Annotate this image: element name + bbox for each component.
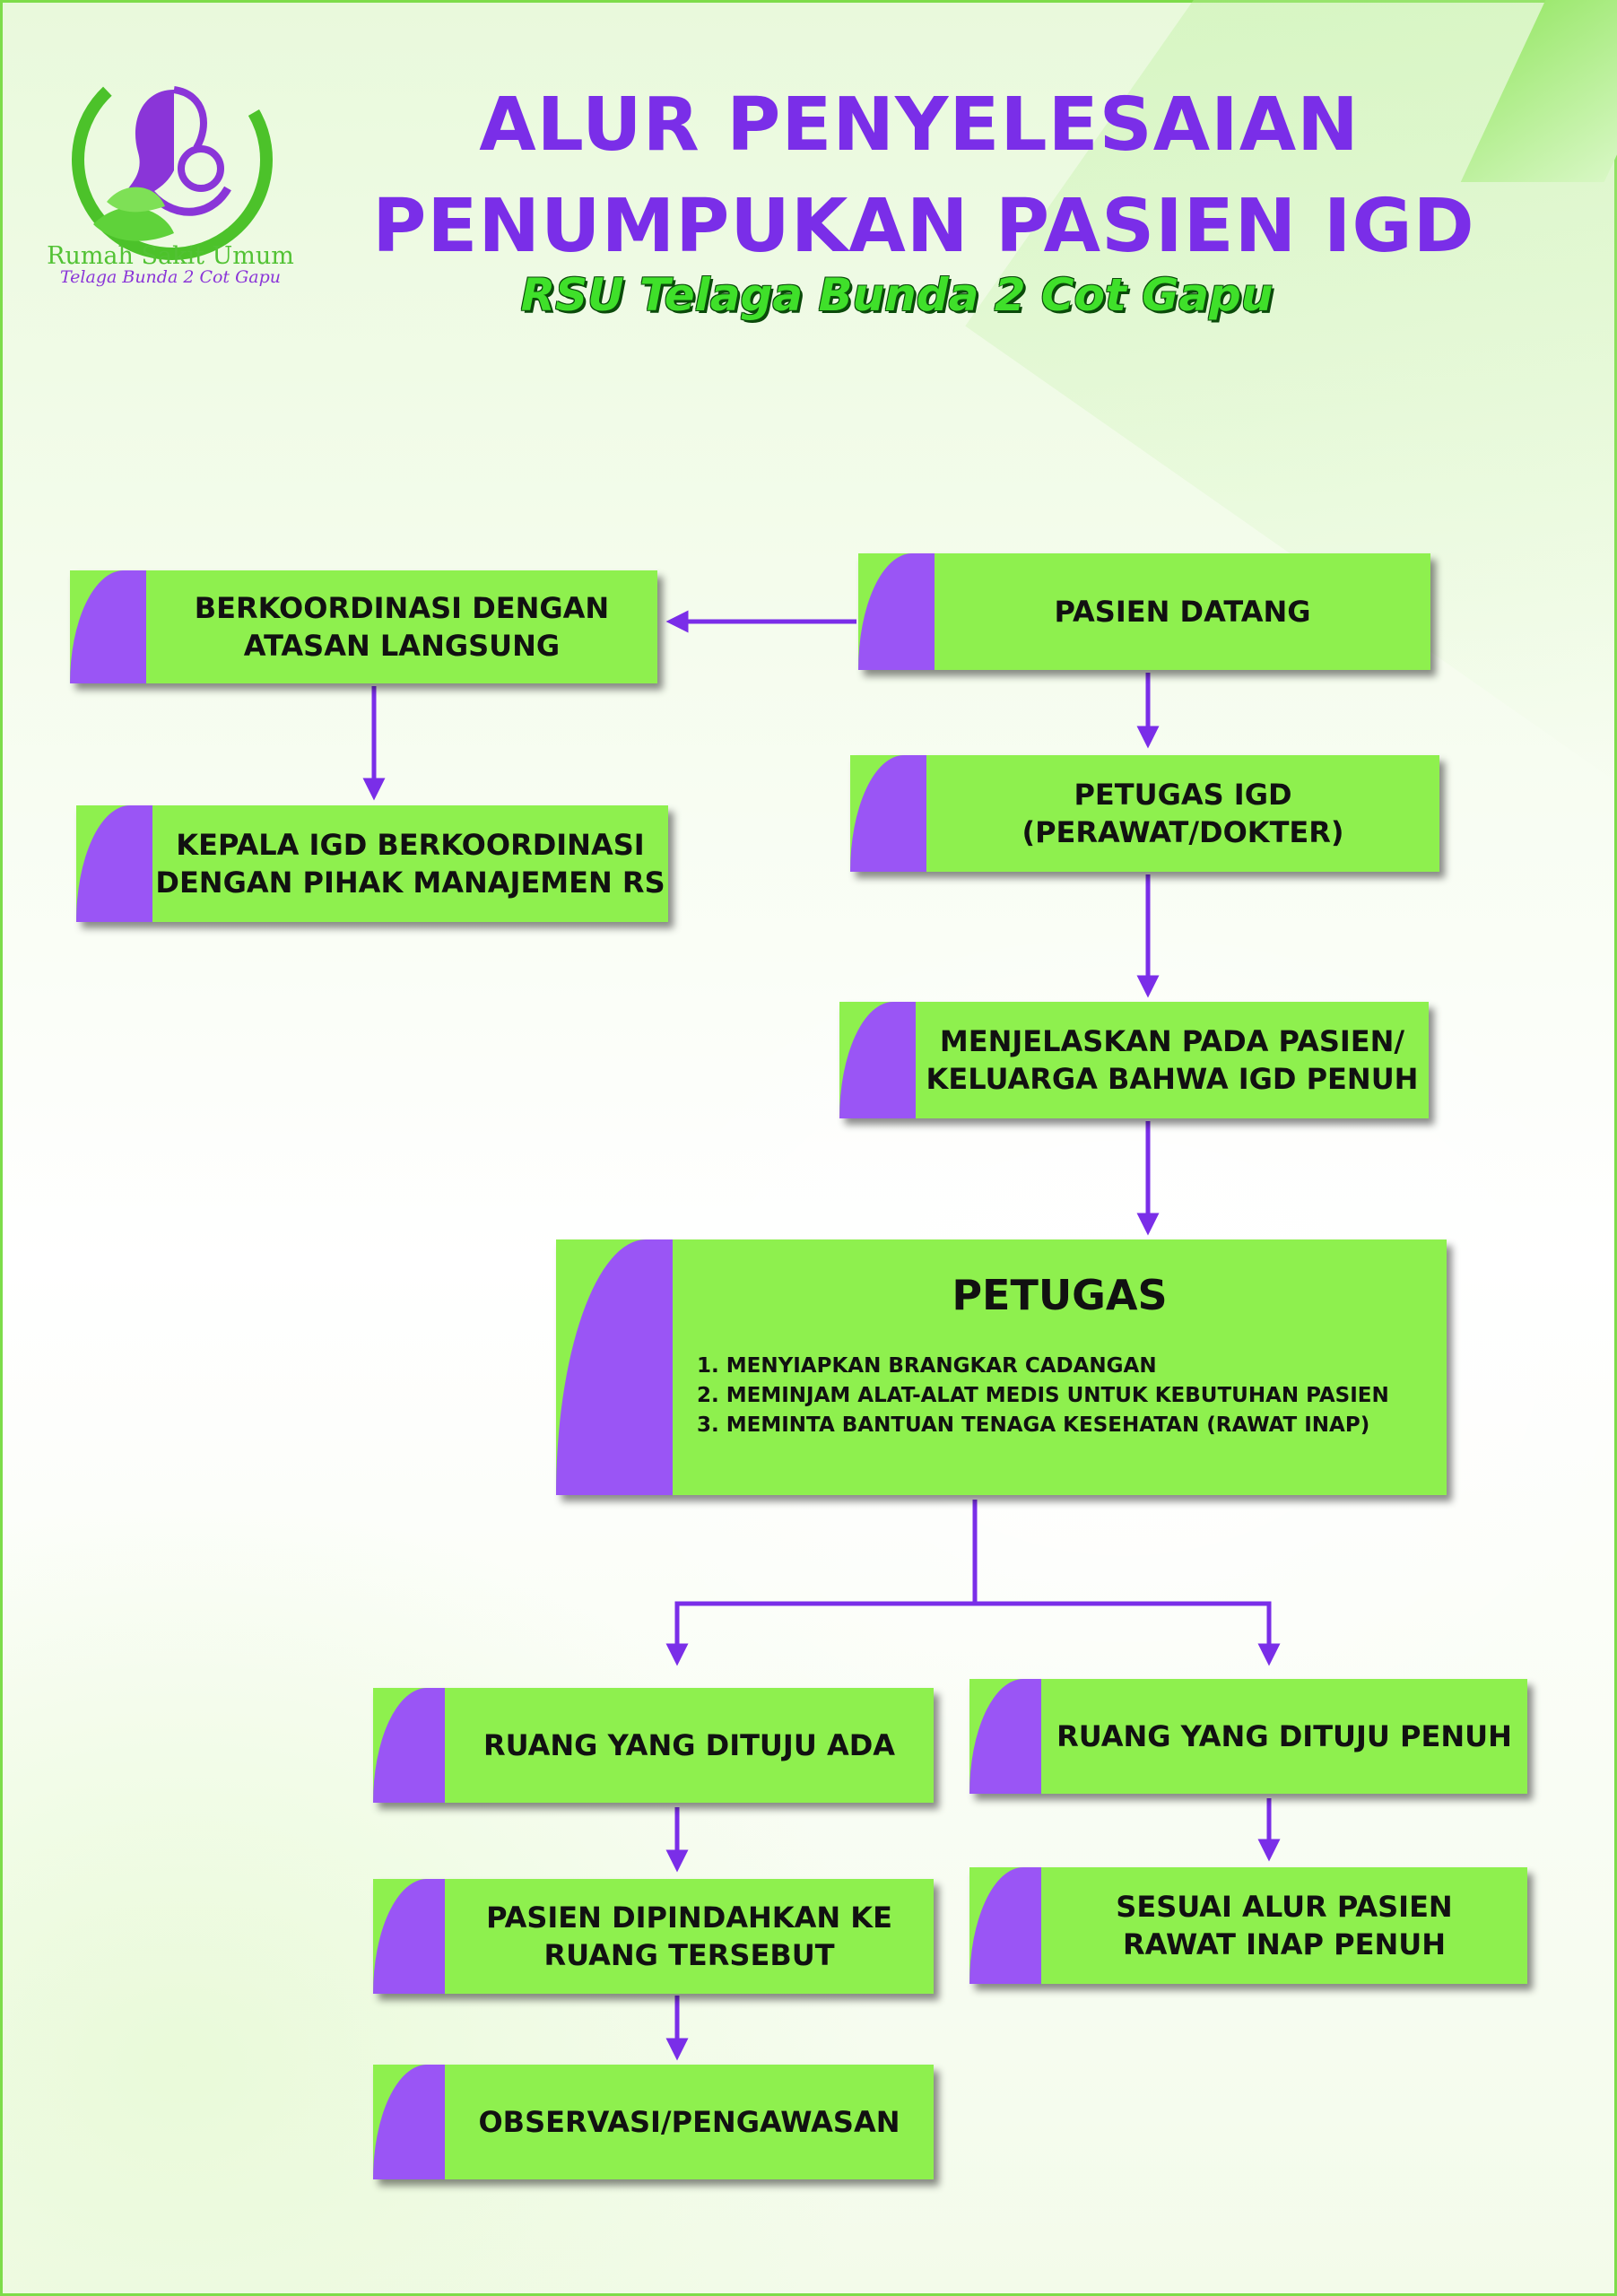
node-petugas-steps: 1. MENYIAPKAN BRANGKAR CADANGAN 2. MEMIN… bbox=[697, 1352, 1389, 1440]
node-label-line: BERKOORDINASI DENGAN bbox=[194, 591, 610, 625]
node-label-line: (PERAWAT/DOKTER) bbox=[1021, 815, 1344, 849]
node-tab bbox=[556, 1239, 673, 1495]
node-tab bbox=[858, 553, 935, 670]
node-menjelaskan: MENJELASKAN PADA PASIEN/ KELUARGA BAHWA … bbox=[839, 1002, 1429, 1118]
node-label-line: DENGAN PIHAK MANAJEMEN RS bbox=[155, 865, 665, 900]
node-label: PASIEN DATANG bbox=[1054, 595, 1311, 629]
node-label-line: RUANG TERSEBUT bbox=[543, 1938, 835, 1972]
logo-subtitle: Telaga Bunda 2 Cot Gapu bbox=[59, 267, 282, 287]
node-ruang-penuh: RUANG YANG DITUJU PENUH bbox=[969, 1679, 1527, 1794]
node-tab bbox=[70, 570, 146, 683]
node-tab bbox=[76, 805, 152, 922]
node-label-line: KELUARGA BAHWA IGD PENUH bbox=[926, 1062, 1419, 1096]
node-ruang-ada: RUANG YANG DITUJU ADA bbox=[373, 1688, 934, 1803]
step-item: 3. MEMINTA BANTUAN TENAGA KESEHATAN (RAW… bbox=[697, 1413, 1370, 1437]
node-tab bbox=[969, 1679, 1041, 1794]
hospital-logo bbox=[72, 59, 273, 260]
node-label: RUANG YANG DITUJU ADA bbox=[482, 1728, 896, 1762]
node-label-line: PASIEN DIPINDAHKAN KE bbox=[486, 1900, 892, 1935]
node-tab bbox=[373, 1688, 445, 1803]
node-observasi: OBSERVASI/PENGAWASAN bbox=[373, 2065, 934, 2179]
node-dipindahkan: PASIEN DIPINDAHKAN KE RUANG TERSEBUT bbox=[373, 1879, 934, 1994]
node-tab bbox=[373, 1879, 445, 1994]
node-label-line: RAWAT INAP PENUH bbox=[1123, 1927, 1446, 1961]
node-koordinasi-atasan: BERKOORDINASI DENGAN ATASAN LANGSUNG bbox=[70, 570, 657, 683]
node-tab bbox=[850, 755, 926, 872]
page-title-line-1: ALUR PENYELESAIAN bbox=[479, 83, 1360, 168]
connector-petugas-branch-right bbox=[975, 1601, 1281, 1666]
node-label-line: ATASAN LANGSUNG bbox=[243, 629, 561, 663]
node-petugas-title: PETUGAS bbox=[952, 1271, 1168, 1319]
node-label-line: PETUGAS IGD bbox=[1074, 778, 1292, 812]
node-label-line: MENJELASKAN PADA PASIEN/ bbox=[939, 1024, 1405, 1058]
connector-petugas-branch bbox=[665, 1500, 978, 1666]
node-kepala-igd: KEPALA IGD BERKOORDINASI DENGAN PIHAK MA… bbox=[76, 805, 668, 922]
node-petugas-igd: PETUGAS IGD (PERAWAT/DOKTER) bbox=[850, 755, 1439, 872]
page-title-line-2: PENUMPUKAN PASIEN IGD bbox=[372, 184, 1475, 269]
step-item: 1. MENYIAPKAN BRANGKAR CADANGAN bbox=[697, 1354, 1157, 1378]
step-item: 2. MEMINJAM ALAT-ALAT MEDIS UNTUK KEBUTU… bbox=[697, 1384, 1389, 1407]
node-label: OBSERVASI/PENGAWASAN bbox=[478, 2105, 900, 2139]
node-sesuai-alur: SESUAI ALUR PASIEN RAWAT INAP PENUH bbox=[969, 1867, 1527, 1984]
node-label-line: SESUAI ALUR PASIEN bbox=[1116, 1890, 1453, 1924]
page-subtitle: RSU Telaga Bunda 2 Cot Gapu bbox=[520, 269, 1274, 321]
node-label: RUANG YANG DITUJU PENUH bbox=[1056, 1719, 1512, 1753]
node-tab bbox=[969, 1867, 1041, 1984]
node-pasien-datang: PASIEN DATANG bbox=[858, 553, 1430, 670]
logo-title: Rumah Sakit Umum bbox=[47, 242, 294, 270]
node-tab bbox=[839, 1002, 916, 1118]
node-tab bbox=[373, 2065, 445, 2179]
node-label-line: KEPALA IGD BERKOORDINASI bbox=[176, 828, 645, 862]
node-petugas: PETUGAS 1. MENYIAPKAN BRANGKAR CADANGAN … bbox=[556, 1239, 1447, 1495]
